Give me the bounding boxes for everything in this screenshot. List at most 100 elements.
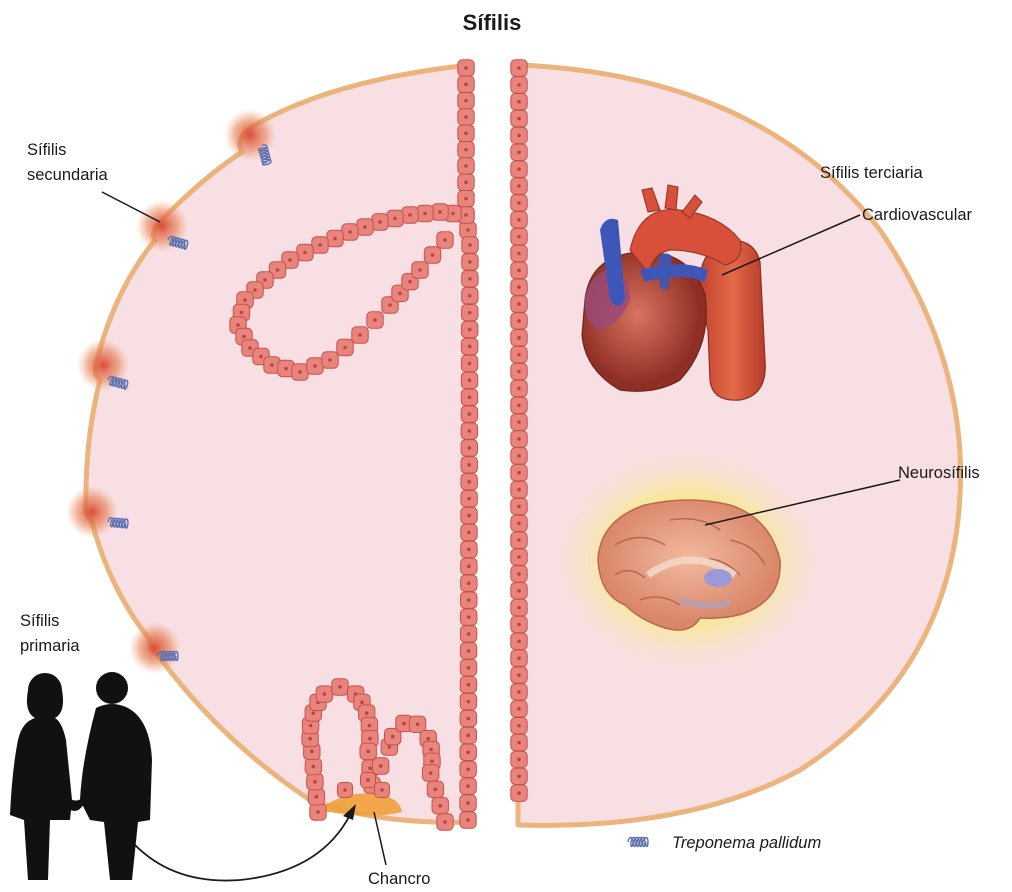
cell-nucleus (517, 437, 521, 441)
cell-nucleus (517, 741, 521, 745)
cell-nucleus (517, 201, 521, 205)
cell-nucleus (517, 336, 521, 340)
cell-nucleus (517, 184, 521, 188)
cell-nucleus (517, 134, 521, 138)
cell-nucleus (388, 303, 392, 307)
cell-nucleus (434, 788, 438, 792)
cell-nucleus (467, 480, 471, 484)
cell-nucleus (467, 717, 471, 721)
cell-nucleus (464, 148, 468, 152)
secondary-syphilis-label-1: Sífilis (27, 141, 66, 159)
cell-nucleus (517, 505, 521, 509)
treponema-legend-icon (628, 838, 648, 847)
cell-nucleus (467, 531, 471, 535)
cell-nucleus (468, 328, 472, 332)
cell-nucleus (368, 737, 372, 741)
cell-nucleus (263, 278, 267, 282)
cell-nucleus (464, 66, 468, 70)
cell-nucleus (466, 751, 470, 755)
cell-nucleus (323, 692, 327, 696)
transmission-arrow (135, 815, 350, 881)
cell-nucleus (468, 395, 472, 399)
cell-nucleus (468, 294, 472, 298)
cell-nucleus (430, 760, 434, 764)
cell-nucleus (438, 804, 442, 808)
cell-nucleus (517, 66, 521, 70)
cell-nucleus (408, 213, 412, 217)
cell-nucleus (398, 292, 402, 296)
cell-nucleus (373, 318, 377, 322)
primary-syphilis-label-1: Sífilis (20, 612, 59, 630)
cell-nucleus (467, 446, 471, 450)
cell-nucleus (363, 225, 367, 229)
cell-nucleus (517, 117, 521, 121)
cell-nucleus (466, 818, 470, 822)
cell-nucleus (426, 737, 430, 741)
cell-nucleus (464, 132, 468, 136)
cell-nucleus (368, 724, 372, 728)
cell-nucleus (380, 788, 384, 792)
brain-illustration (543, 440, 833, 680)
cell-nucleus (240, 311, 244, 315)
cell-nucleus (517, 235, 521, 239)
cell-nucleus (468, 362, 472, 366)
cell-nucleus (466, 784, 470, 788)
cell-nucleus (468, 260, 472, 264)
cell-nucleus (517, 269, 521, 273)
cell-nucleus (388, 745, 392, 749)
cell-nucleus (429, 748, 433, 752)
cell-nucleus (517, 707, 521, 711)
cell-nucleus (468, 345, 472, 349)
cell-nucleus (517, 656, 521, 660)
cell-nucleus (315, 795, 319, 799)
cell-nucleus (358, 333, 362, 337)
cell-nucleus (365, 711, 369, 715)
cell-nucleus (308, 737, 312, 741)
left-tissue-region (86, 65, 470, 822)
cell-nucleus (288, 258, 292, 262)
cell-nucleus (298, 370, 302, 374)
cell-nucleus (517, 673, 521, 677)
cell-nucleus (517, 167, 521, 171)
cell-nucleus (310, 750, 314, 754)
cell-nucleus (253, 288, 257, 292)
cell-nucleus (517, 522, 521, 526)
cell-nucleus (517, 83, 521, 87)
cell-nucleus (338, 685, 342, 689)
cell-nucleus (464, 115, 468, 119)
cell-nucleus (464, 213, 468, 217)
cell-nucleus (276, 268, 280, 272)
cell-nucleus (517, 353, 521, 357)
cell-nucleus (309, 724, 313, 728)
neurosyphilis-label: Neurosífilis (898, 464, 980, 482)
cell-nucleus (429, 771, 433, 775)
secondary-syphilis-label-2: secundaria (27, 166, 109, 184)
cell-nucleus (517, 488, 521, 492)
cell-nucleus (423, 212, 427, 216)
cell-nucleus (517, 302, 521, 306)
cell-nucleus (468, 412, 472, 416)
cell-nucleus (468, 378, 472, 382)
cell-nucleus (517, 151, 521, 155)
cell-nucleus (438, 210, 442, 214)
cell-nucleus (416, 722, 420, 726)
cell-nucleus (517, 454, 521, 458)
chancre-label: Chancro (368, 870, 430, 888)
cell-nucleus (368, 766, 372, 770)
cell-nucleus (517, 555, 521, 559)
cell-nucleus (391, 735, 395, 739)
cell-nucleus (467, 497, 471, 501)
cell-nucleus (418, 268, 422, 272)
cell-nucleus (517, 791, 521, 795)
cell-nucleus (464, 164, 468, 168)
cell-nucleus (467, 666, 471, 670)
cell-nucleus (466, 801, 470, 805)
cell-nucleus (393, 217, 397, 221)
cell-nucleus (313, 780, 317, 784)
cell-nucleus (517, 640, 521, 644)
cell-nucleus (464, 83, 468, 87)
cell-nucleus (408, 280, 412, 284)
treponema-legend-glyph (628, 838, 648, 847)
cell-nucleus (467, 565, 471, 569)
legend: Treponema pallidum (628, 834, 821, 852)
